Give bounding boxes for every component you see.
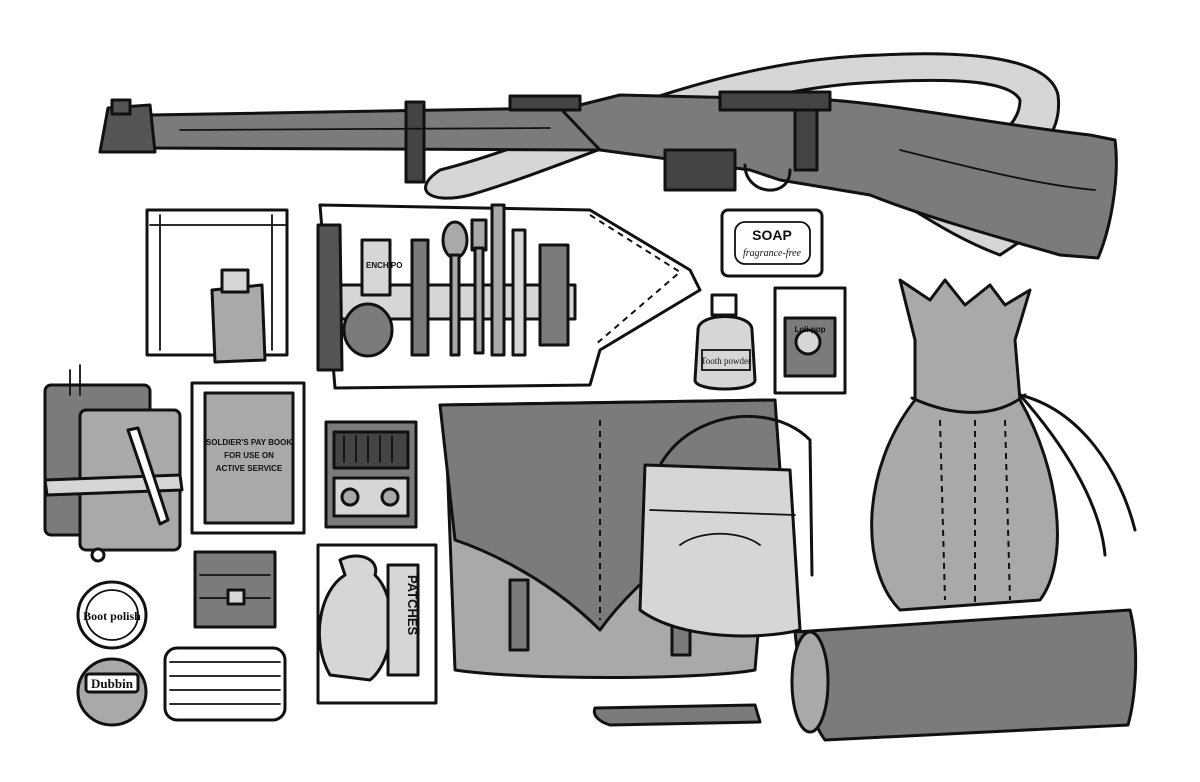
cutlery-roll — [43, 364, 184, 563]
drawstring-bag — [870, 278, 1137, 612]
folded-towel — [145, 208, 289, 364]
rifle-nosecap — [98, 103, 157, 154]
soap-title: SOAP — [752, 227, 792, 243]
clasp-knife — [592, 703, 762, 727]
dubbin-label: Dubbin — [91, 676, 134, 691]
holdall-fork — [470, 218, 488, 252]
rifle-stock — [558, 93, 1118, 260]
round-mirror — [342, 302, 394, 358]
sweets-tin-label: Loli pop — [794, 325, 825, 334]
pencil — [126, 426, 170, 526]
rifle-rear-sight — [508, 94, 582, 112]
razor-in-wrap — [210, 283, 267, 364]
pay-book-line-2: FOR USE ON — [224, 451, 274, 460]
shaving-brush — [316, 223, 344, 372]
boot-polish-tin: Boot polish — [76, 580, 148, 650]
rifle-receiver — [718, 90, 832, 112]
razor-head — [220, 268, 250, 294]
rifle-band-1 — [404, 100, 426, 184]
jar-label: ENCH PO — [366, 261, 402, 270]
sweets-tin: Loli pop — [773, 286, 847, 395]
soap-bar: SOAP fragrance-free — [720, 208, 824, 278]
pay-book-line-1: SOLDIER'S PAY BOOK — [206, 438, 292, 447]
bag-cord — [1018, 393, 1137, 532]
holdall-spoon — [441, 220, 469, 260]
small-jar — [360, 238, 392, 297]
soldiers-pay-book: SOLDIER'S PAY BOOK FOR USE ON ACTIVE SER… — [190, 381, 306, 535]
rolled-puttee — [790, 608, 1138, 742]
folded-socks — [163, 646, 287, 722]
patches-packet: PATCHES — [316, 543, 438, 705]
tooth-powder-label: Tooth powder — [701, 356, 751, 366]
holdall-knife-handle — [410, 238, 430, 357]
sewing-kit — [324, 420, 418, 529]
cutlery-roll-strap — [43, 473, 184, 497]
rifle — [98, 52, 1118, 260]
rifle-trigger-guard — [743, 163, 792, 192]
toothbrush — [511, 228, 527, 357]
holdall-roll: ENCH PO — [316, 203, 702, 390]
haversack-strap-left — [508, 578, 530, 652]
soap-subtitle: fragrance-free — [743, 248, 802, 259]
dubbin-tin: Dubbin — [76, 657, 148, 727]
comb — [538, 243, 570, 347]
small-purse — [193, 550, 277, 629]
holdall-table-knife — [490, 203, 506, 357]
tooth-powder-bottle: Tooth powder — [693, 293, 757, 391]
rifle-magazine — [663, 148, 737, 192]
patches-label: PATCHES — [405, 575, 420, 636]
rifle-front-sight — [110, 98, 132, 116]
boot-polish-label: Boot polish — [83, 609, 141, 623]
pay-book-line-3: ACTIVE SERVICE — [216, 464, 283, 473]
small-sack — [317, 554, 393, 682]
